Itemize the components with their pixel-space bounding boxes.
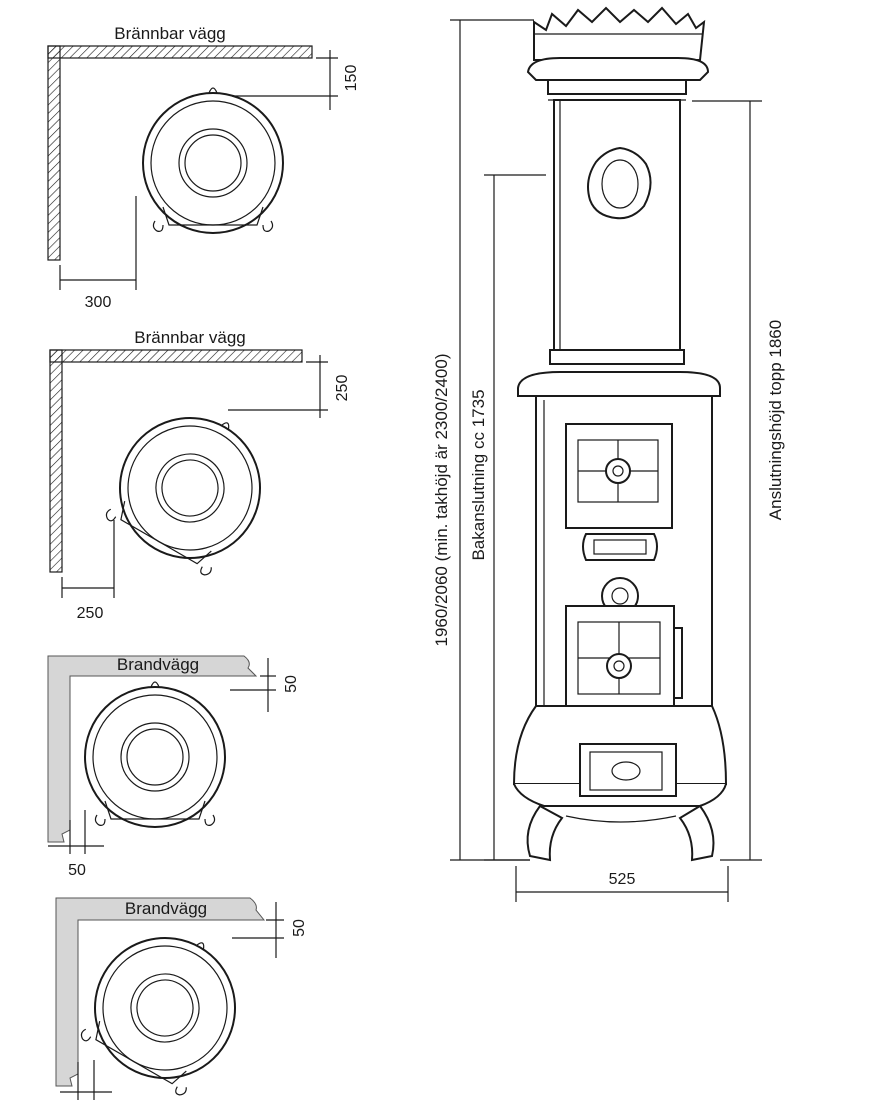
hatched-wall-back: [49, 349, 303, 363]
leg-left: [526, 804, 564, 862]
width-label: 525: [609, 871, 636, 888]
wall-label: Brandvägg: [125, 899, 207, 918]
stove-plan-view: [84, 681, 226, 828]
stove-elevation: [512, 6, 728, 862]
top-connection-label: Anslutningshöjd topp 1860: [766, 320, 785, 520]
back-clearance-label: 50: [283, 675, 300, 693]
layout-4: Brandvägg 50: [55, 897, 308, 1105]
side-clearance-label: 250: [77, 605, 104, 622]
layout-1: Brännbar vägg 150 300: [47, 24, 360, 311]
back-connection-label: Bakanslutning cc 1735: [469, 389, 488, 560]
top-cap: [526, 57, 710, 81]
side-clearance-label: 50: [68, 862, 86, 879]
layout-3: Brandvägg 50 50: [47, 655, 300, 879]
layout-2: Brännbar vägg 250 250: [49, 328, 351, 622]
stove-plan-view: [68, 907, 265, 1105]
wall-label: Brännbar vägg: [114, 24, 226, 43]
side-clearance-label: 300: [85, 294, 112, 311]
back-clearance-label: 250: [334, 375, 351, 402]
ash-drawer: [579, 743, 677, 797]
stove-plan-view: [142, 87, 284, 234]
wall-label: Brännbar vägg: [134, 328, 246, 347]
oval-window: [587, 146, 652, 220]
hatched-wall-side: [49, 349, 63, 573]
back-clearance-label: 150: [343, 65, 360, 92]
back-clearance-label: 50: [291, 919, 308, 937]
hatched-wall-side: [47, 45, 61, 261]
stove-column: [553, 99, 681, 351]
fire-wall: [47, 655, 258, 843]
fire-wall: [55, 897, 266, 1087]
wall-label: Brandvägg: [117, 655, 199, 674]
middle-shelf: [517, 371, 721, 397]
total-height-label: 1960/2060 (min. takhöjd är 2300/2400): [432, 354, 451, 647]
leg-right: [678, 804, 715, 862]
height-dimensions: 1960/2060 (min. takhöjd är 2300/2400) Ba…: [432, 19, 785, 902]
hatched-wall-back: [47, 45, 313, 59]
stove-plan-view: [93, 387, 290, 585]
